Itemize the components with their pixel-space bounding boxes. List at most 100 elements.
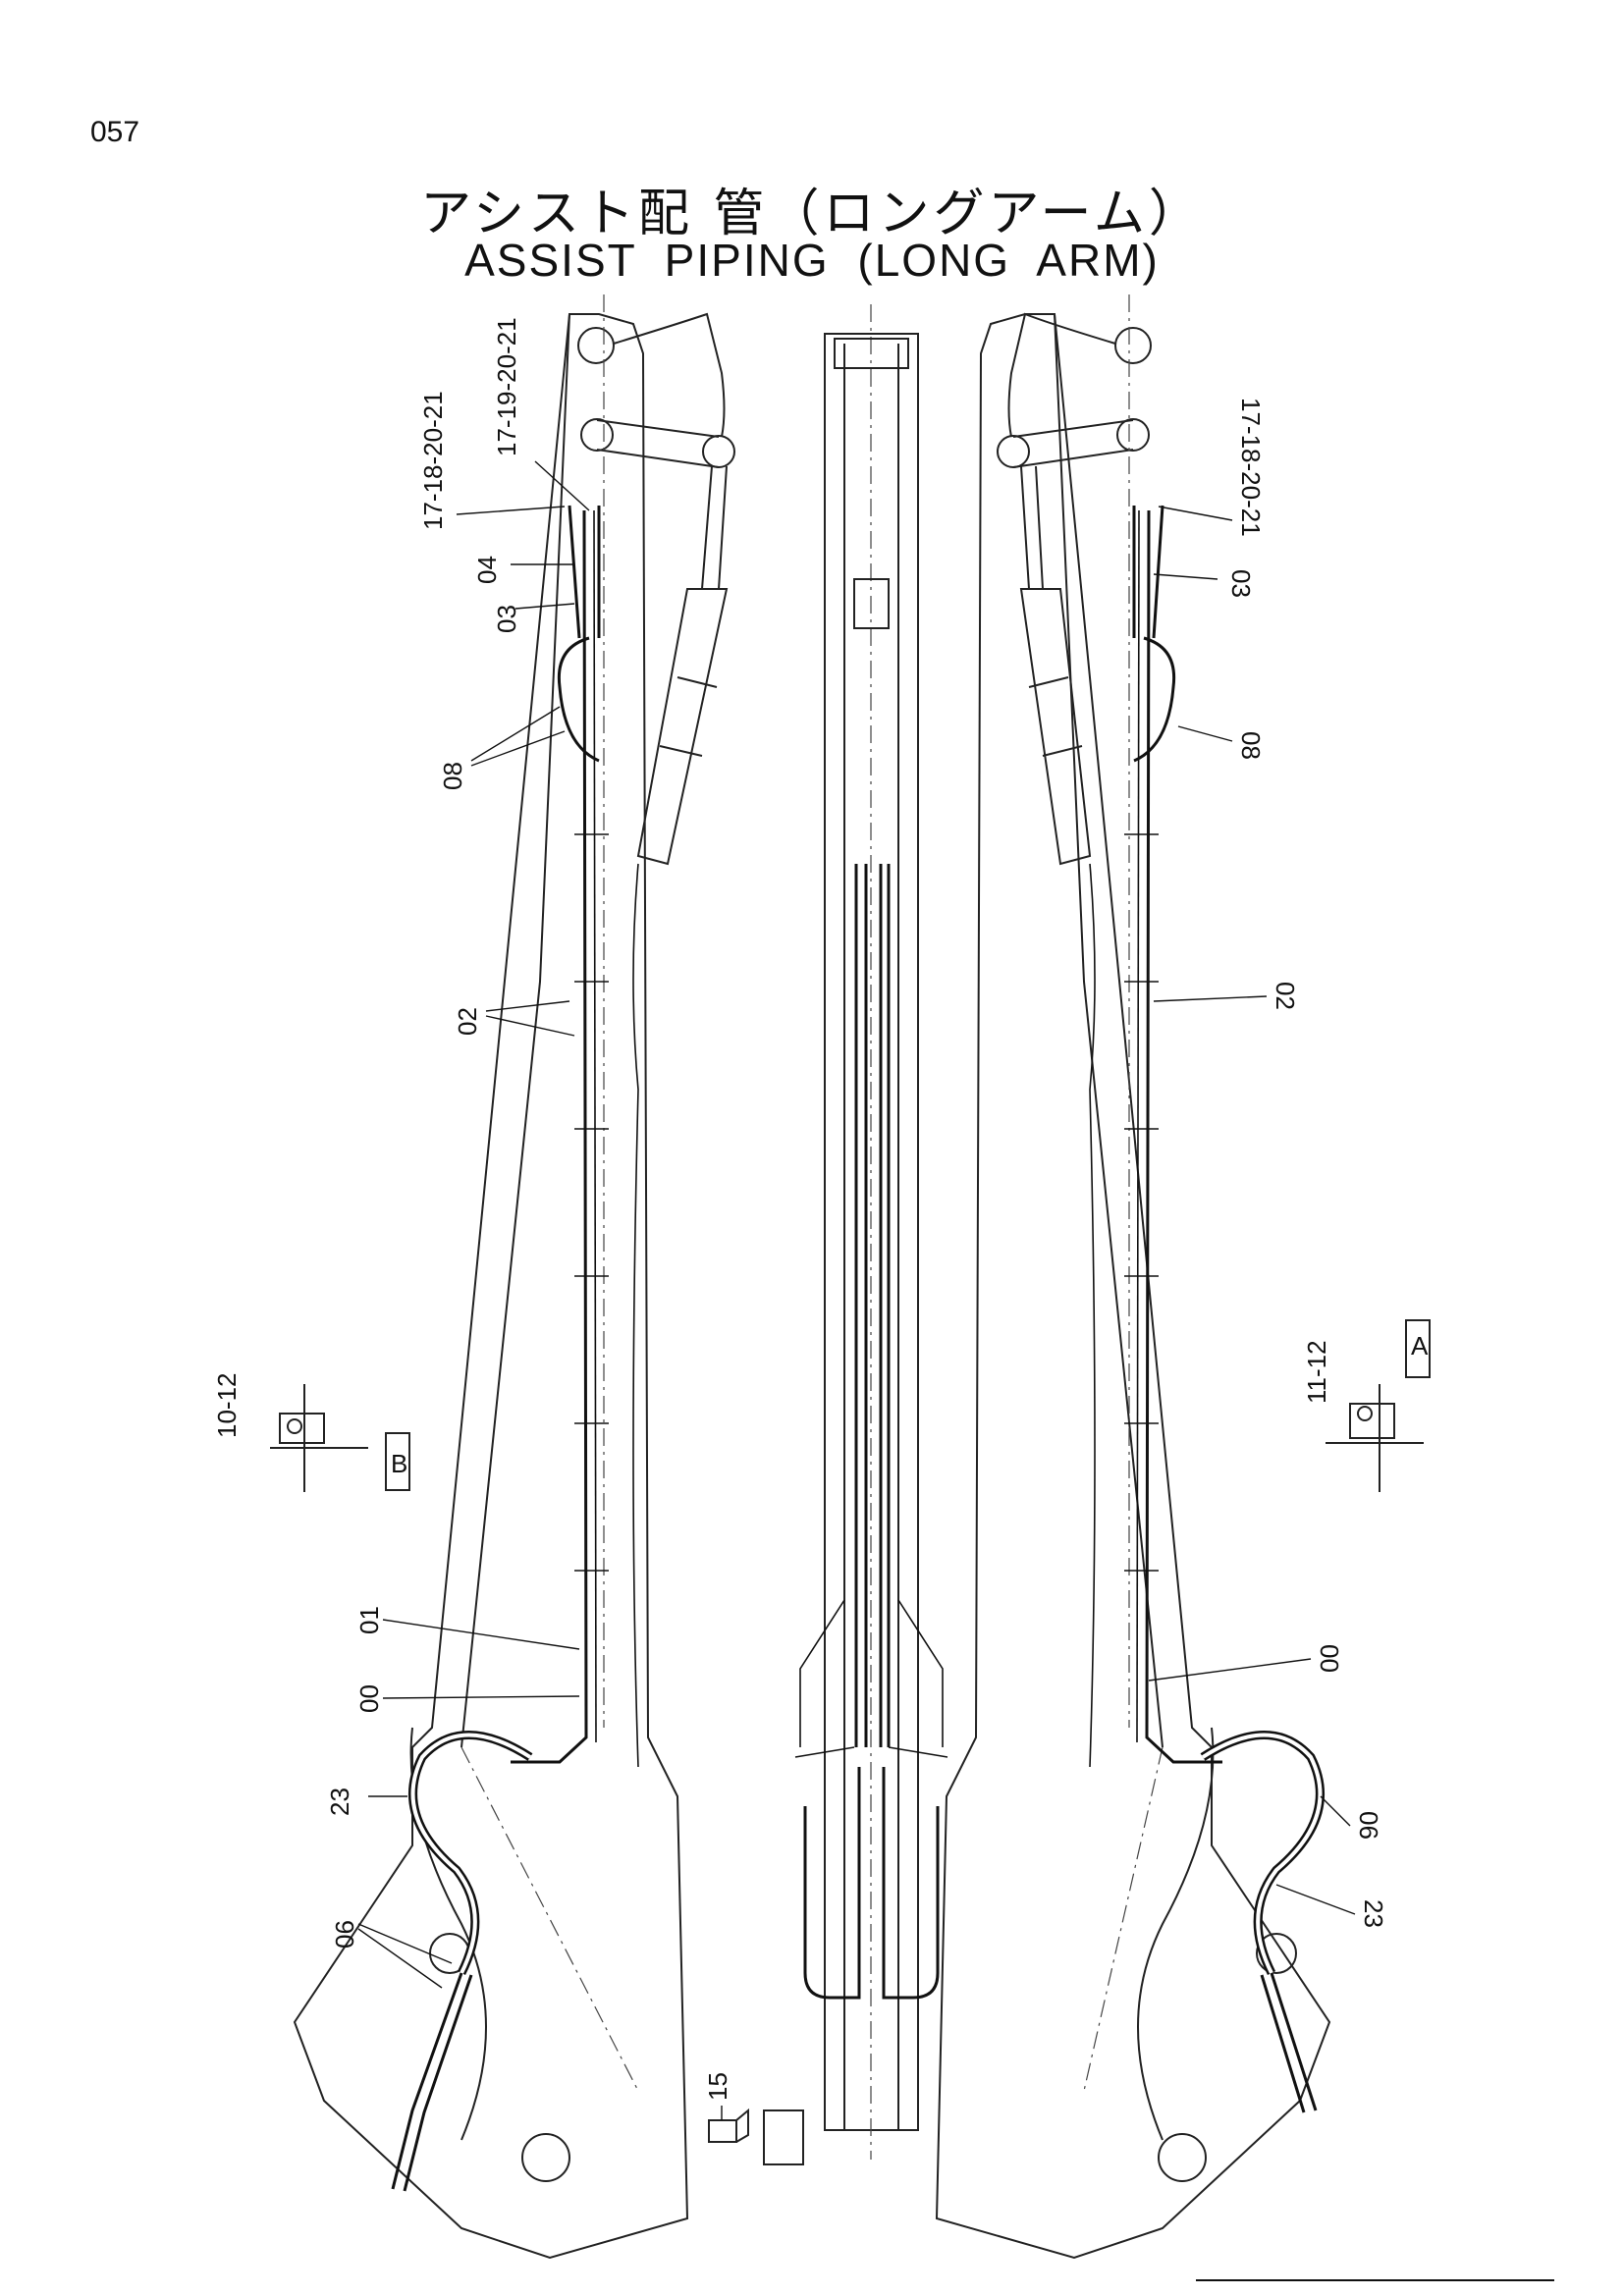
view-mark-a: A xyxy=(1411,1331,1429,1361)
part-labels-center: 15 xyxy=(703,2072,732,2101)
center-branch-right xyxy=(888,1599,948,1758)
label-23-right: 23 xyxy=(1359,1899,1388,1928)
title-english: ASSIST PIPING (LONG ARM) xyxy=(464,235,1160,286)
left-cylinder-band-1 xyxy=(677,676,718,688)
right-arm-link-pin-a xyxy=(1116,418,1150,452)
label-08-right: 08 xyxy=(1236,731,1266,760)
left-arm-outline xyxy=(293,313,689,2260)
label-00-left: 00 xyxy=(354,1684,384,1713)
detail-a-bolt xyxy=(1357,1406,1373,1421)
right-pipe-return xyxy=(1089,863,1096,1768)
detail-b-bolt xyxy=(287,1418,302,1434)
left-arm-link xyxy=(596,419,720,468)
label-00-right: 00 xyxy=(1315,1644,1344,1673)
left-hose-06b xyxy=(403,1974,473,2192)
detail-view-b: B xyxy=(270,1384,410,1492)
right-arm-view xyxy=(935,294,1331,2260)
right-hose-06-core xyxy=(1201,1733,1323,1974)
left-cylinder-band-2 xyxy=(659,745,703,757)
label-03-left: 03 xyxy=(492,605,521,633)
center-lower-hoses xyxy=(803,1767,940,2000)
label-01-left: 01 xyxy=(354,1606,384,1634)
left-arm-top-bracket xyxy=(613,312,726,438)
left-bucket-cylinder-rod xyxy=(701,465,728,590)
page-number: 057 xyxy=(90,116,140,148)
label-06-left: 06 xyxy=(330,1920,359,1949)
left-arm-side-edge xyxy=(460,313,570,1748)
label-02-right: 02 xyxy=(1271,982,1300,1010)
right-hose-06 xyxy=(1200,1731,1325,1976)
detail-view-a: A xyxy=(1326,1319,1431,1492)
right-pipe-upper xyxy=(1132,505,1164,639)
bottom-rule xyxy=(1196,2279,1554,2281)
right-arm-bottom-pin xyxy=(1158,2133,1207,2182)
right-arm-mid-pin xyxy=(1256,1933,1297,1974)
detail-b-clamp xyxy=(279,1413,325,1444)
label-11-12: 11-12 xyxy=(1302,1340,1331,1404)
right-arm-link-pin-b xyxy=(997,435,1030,468)
detail-b-base xyxy=(270,1384,368,1492)
label-23-left: 23 xyxy=(325,1788,354,1816)
part-labels-left: 17-18-20-21 17-19-20-21 04 03 08 02 10-1… xyxy=(212,317,521,1949)
detail-view-15 xyxy=(708,2108,804,2165)
left-pipe-return xyxy=(632,863,639,1768)
view-mark-b: B xyxy=(391,1449,407,1478)
right-hose-23b xyxy=(1260,1974,1306,2113)
left-hose-06a xyxy=(391,1972,463,2190)
left-arm-link-pin-b xyxy=(702,435,735,468)
left-hose-23-core xyxy=(410,1733,532,1974)
label-02-left: 02 xyxy=(453,1007,482,1036)
left-bucket-cylinder xyxy=(636,588,729,866)
right-arm-side-edge xyxy=(1054,313,1164,1748)
center-pipe-right xyxy=(879,864,891,1747)
right-pipe-08-loop xyxy=(1133,636,1176,763)
right-clamp-ticks xyxy=(1124,833,1159,1572)
label-17-18-20-21-left: 17-18-20-21 xyxy=(418,391,448,530)
right-arm-link xyxy=(1012,419,1134,468)
left-pipe-08-loop xyxy=(557,636,600,763)
right-bucket-cylinder xyxy=(1019,588,1092,866)
right-cylinder-band-2 xyxy=(1042,745,1083,757)
label-17-18-20-21-right: 17-18-20-21 xyxy=(1236,398,1266,537)
left-clamp-ticks xyxy=(574,833,609,1572)
detail-15-elbow xyxy=(735,2108,749,2143)
label-10-12: 10-12 xyxy=(212,1373,242,1439)
right-cylinder-band-1 xyxy=(1028,676,1069,688)
center-top-bracket xyxy=(834,338,909,369)
view-mark-a-box xyxy=(1405,1319,1431,1378)
left-arm-bottom-pin xyxy=(521,2133,570,2182)
detail-a-clamp xyxy=(1349,1403,1395,1439)
center-branch-left xyxy=(794,1599,855,1758)
right-hose-23a xyxy=(1270,1972,1318,2111)
right-arm-top-pin xyxy=(1114,327,1152,364)
right-arm-boss-outline xyxy=(1137,1727,1215,2141)
left-pipe-02b xyxy=(593,509,597,1743)
right-arm-diagonal-line xyxy=(1083,1746,1164,2092)
detail-15-tag xyxy=(763,2109,804,2165)
detail-15-fitting xyxy=(708,2119,737,2143)
left-arm-top-pin xyxy=(577,327,615,364)
center-pipe-left xyxy=(854,864,868,1747)
title-japanese: アシスト配 管（ロングアーム） xyxy=(420,185,1204,243)
left-arm-link-pin-a xyxy=(580,418,614,452)
center-arm-view xyxy=(794,304,948,2160)
leader-lines xyxy=(357,460,1356,2120)
label-15: 15 xyxy=(703,2072,732,2101)
view-mark-b-box xyxy=(385,1432,410,1491)
center-cylinder-head xyxy=(853,578,890,629)
right-arm-top-bracket xyxy=(1007,312,1116,438)
right-bucket-cylinder-rod xyxy=(1020,465,1044,590)
right-pipe-02b xyxy=(1136,509,1140,1743)
left-arm-view xyxy=(293,294,735,2260)
part-labels-right: 17-18-20-21 03 08 02 11-12 00 06 23 xyxy=(1226,398,1388,1928)
label-17-19-20-21-left: 17-19-20-21 xyxy=(492,317,521,456)
label-03-right: 03 xyxy=(1226,569,1256,598)
label-08-left: 08 xyxy=(438,762,467,790)
left-pipe-02 xyxy=(511,509,588,1764)
left-pipe-upper xyxy=(568,505,601,639)
right-pipe-02 xyxy=(1145,509,1222,1764)
label-04-left: 04 xyxy=(472,556,502,584)
left-arm-diagonal-line xyxy=(460,1746,639,2092)
label-06-right: 06 xyxy=(1354,1811,1383,1840)
